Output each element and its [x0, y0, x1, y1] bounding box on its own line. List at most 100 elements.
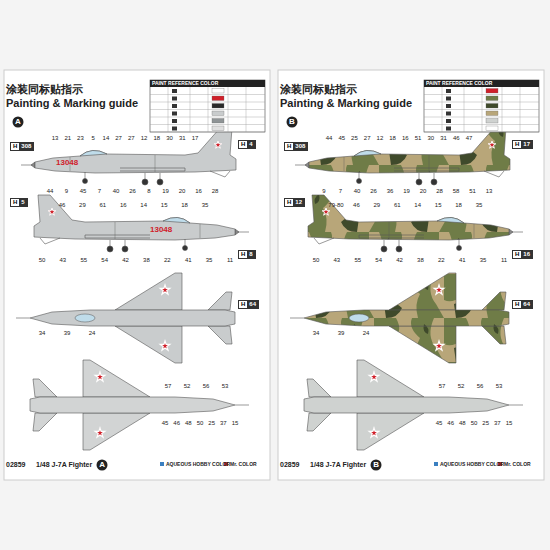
callout-number: 17	[192, 135, 199, 141]
callout-number: 47	[466, 135, 473, 141]
callout-number: 9	[65, 188, 68, 194]
scheme-letter: A	[96, 459, 108, 471]
paint-callout: H64	[238, 300, 259, 309]
callout-number: 18	[153, 135, 160, 141]
paint-brand-code: H	[11, 143, 19, 150]
callout-number: 48	[185, 420, 192, 426]
callout-number: 35	[480, 257, 487, 263]
callout-number: 15	[232, 420, 239, 426]
scheme-badge: A	[12, 116, 24, 128]
callout-number: 50	[39, 257, 46, 263]
callout-number: 13	[486, 188, 493, 194]
callout-number: 42	[396, 257, 403, 263]
callout-number: 45	[162, 420, 169, 426]
callout-number: 40	[354, 188, 361, 194]
kit-title: 02859	[280, 461, 299, 468]
callout-number: 18	[455, 202, 462, 208]
callout-number: 29	[79, 202, 86, 208]
scheme-letter: B	[370, 459, 382, 471]
kit-title: 1/48 J-7A Fighter	[36, 461, 92, 468]
callout-number: 44	[47, 188, 54, 194]
callout-number: 24	[363, 330, 370, 336]
paint-brand: AQUEOUS HOBBY COLOR	[166, 462, 230, 467]
callout-number: 42	[122, 257, 129, 263]
callout-number: 27	[115, 135, 122, 141]
callout-number: 58	[453, 188, 460, 194]
callout-number: 57	[439, 383, 446, 389]
scheme-badge: A	[96, 459, 108, 471]
callout-number: 15	[435, 202, 442, 208]
paint-brand-code: H	[239, 251, 247, 258]
callout-number: 25	[482, 420, 489, 426]
callout-number: 29	[374, 202, 381, 208]
paint-number: 308	[19, 143, 33, 150]
callout-number: 25	[208, 420, 215, 426]
callout-number: 61	[394, 202, 401, 208]
callout-number: 50	[471, 420, 478, 426]
paint-callout: H308	[10, 142, 34, 151]
callout-number: 37	[494, 420, 501, 426]
paint-callout: H17	[512, 140, 533, 149]
paint-callout: H308	[284, 142, 308, 151]
paint-number: 17	[521, 141, 532, 148]
callout-number: 34	[313, 330, 320, 336]
callout-number: 45	[338, 135, 345, 141]
callout-number: 46	[59, 202, 66, 208]
callout-number: 22	[438, 257, 445, 263]
callout-number: 18	[181, 202, 188, 208]
serial-number: 13048	[150, 226, 172, 234]
callout-number: 46	[447, 420, 454, 426]
paint-callout: H5	[10, 198, 28, 207]
page-heading: Painting & Marking guide	[280, 98, 412, 109]
callout-number: 12	[377, 135, 384, 141]
callout-number: 56	[203, 383, 210, 389]
callout-number: 46	[453, 135, 460, 141]
paint-brand-code: H	[11, 199, 19, 206]
paint-callout: H4	[238, 140, 256, 149]
callout-number: 22	[164, 257, 171, 263]
callout-number: 18	[389, 135, 396, 141]
scheme-letter: A	[12, 116, 24, 128]
callout-number: 50	[197, 420, 204, 426]
paint-number: 8	[247, 251, 254, 258]
callout-number: 7	[98, 188, 101, 194]
callout-number: 43	[60, 257, 67, 263]
callout-number: 28	[212, 188, 219, 194]
callout-number: 41	[185, 257, 192, 263]
callout-number: 48	[459, 420, 466, 426]
callout-number: 19	[162, 188, 169, 194]
callout-number: 16	[402, 135, 409, 141]
paint-number: 5	[19, 199, 26, 206]
callout-number: 56	[477, 383, 484, 389]
page-heading: 涂装同标贴指示	[6, 84, 83, 95]
callout-number: 28	[436, 188, 443, 194]
callout-number: 26	[370, 188, 377, 194]
callout-number: 11	[501, 257, 507, 263]
callout-number: 21	[64, 135, 71, 141]
paint-callout: H8	[238, 250, 256, 259]
callout-number: 46	[353, 202, 360, 208]
callout-number: 79-80	[328, 202, 343, 208]
callout-number: 34	[39, 330, 46, 336]
callout-number: 51	[469, 188, 476, 194]
callout-number: 24	[89, 330, 96, 336]
callout-number: 16	[120, 202, 127, 208]
callout-number: 31	[179, 135, 186, 141]
paint-number: 64	[521, 301, 532, 308]
paint-brand-code: H	[285, 199, 293, 206]
callout-number: 52	[184, 383, 191, 389]
callout-number: 30	[427, 135, 434, 141]
paint-brand: Mr. COLOR	[504, 462, 531, 467]
callout-number: 53	[496, 383, 503, 389]
callout-number: 46	[173, 420, 180, 426]
table-header: PAINT REFERENCE COLOR	[152, 81, 218, 86]
callout-number: 20	[179, 188, 186, 194]
callout-number: 14	[414, 202, 421, 208]
callout-number: 55	[354, 257, 361, 263]
callout-number: 57	[165, 383, 172, 389]
callout-number: 12	[141, 135, 148, 141]
paint-brand-code: H	[239, 301, 247, 308]
callout-number: 27	[128, 135, 135, 141]
callout-number: 19	[403, 188, 410, 194]
paint-number: 4	[247, 141, 254, 148]
